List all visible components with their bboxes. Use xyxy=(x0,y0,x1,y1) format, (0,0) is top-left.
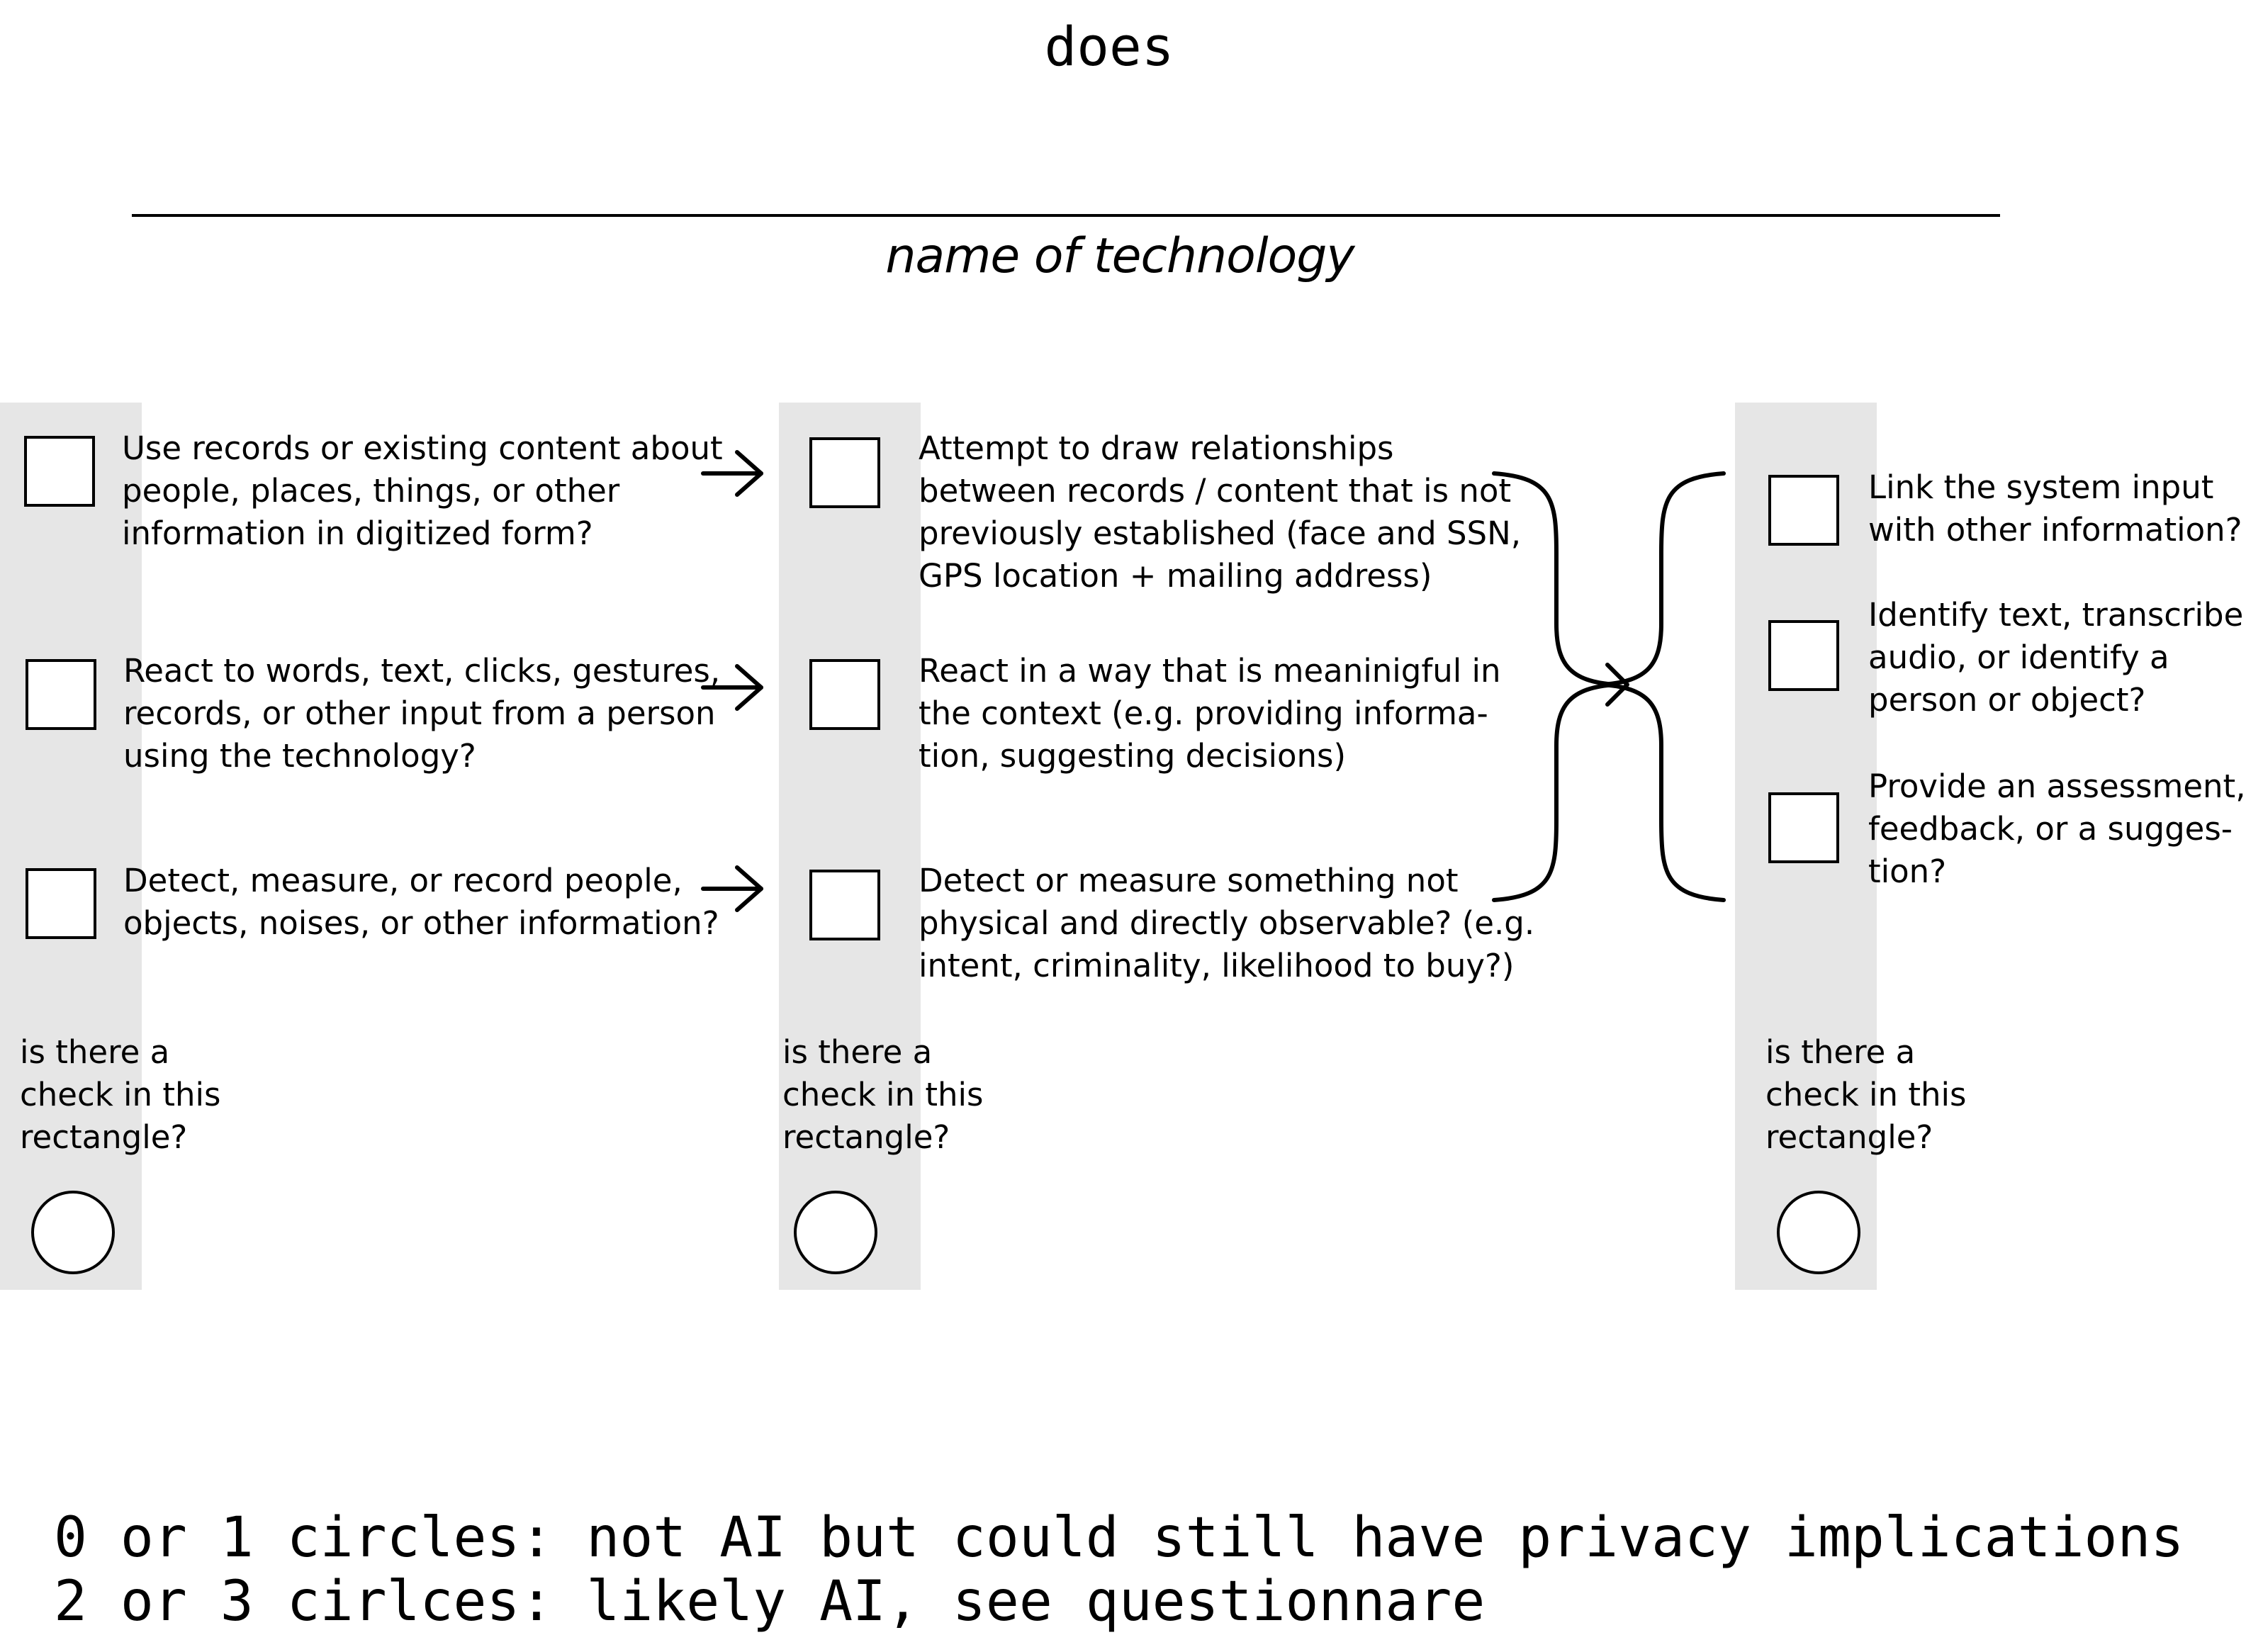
arrow-right-icon xyxy=(1605,663,1629,707)
column-3-item-2-text: Identify text, transcribe audio, or iden… xyxy=(1868,596,2244,719)
column-3-item-3-text: Provide an assessment, feedback, or a su… xyxy=(1868,768,2246,890)
column-2-item-2-text: React in a way that is meaninigful in th… xyxy=(919,652,1501,775)
column-2-item-1-text: Attempt to draw relationships between re… xyxy=(919,429,1522,595)
column-2-result-circle[interactable] xyxy=(794,1191,877,1274)
column-3-item-1-checkbox[interactable] xyxy=(1768,475,1839,546)
column-1-result-circle[interactable] xyxy=(31,1191,115,1274)
right-brace-icon xyxy=(1492,471,1618,902)
column-3-question: is there a check in this rectangle? xyxy=(1765,1033,1967,1156)
column-3-item-3-checkbox[interactable] xyxy=(1768,792,1839,863)
column-2-item-1-checkbox[interactable] xyxy=(809,437,880,508)
arrow-right-icon xyxy=(701,865,763,912)
column-1-question: is there a check in this rectangle? xyxy=(20,1033,221,1156)
column-3-item-2-checkbox[interactable] xyxy=(1768,620,1839,691)
column-1-band xyxy=(0,403,142,1290)
page-title: does xyxy=(1044,15,1174,78)
column-1-item-1-text: Use records or existing content about pe… xyxy=(122,429,723,552)
arrow-right-icon xyxy=(701,664,763,711)
column-2-question: is there a check in this rectangle? xyxy=(782,1033,984,1156)
footer-line-1: 0 or 1 circles: not AI but could still h… xyxy=(54,1506,2184,1570)
column-1-item-2-text: React to words, text, clicks, gestures, … xyxy=(123,652,721,775)
left-brace-icon xyxy=(1600,471,1726,902)
column-3-result-circle[interactable] xyxy=(1777,1191,1860,1274)
column-1-item-3-text: Detect, measure, or record people, objec… xyxy=(123,862,719,942)
technology-name-blank[interactable] xyxy=(132,214,2000,217)
technology-name-caption: name of technology xyxy=(885,228,1354,284)
arrow-right-icon xyxy=(701,450,763,497)
column-2-item-2-checkbox[interactable] xyxy=(809,659,880,730)
column-1-item-1-checkbox[interactable] xyxy=(24,436,95,507)
column-2-band xyxy=(779,403,921,1290)
column-3-item-1-text: Link the system input with other informa… xyxy=(1868,468,2242,549)
column-2-item-3-checkbox[interactable] xyxy=(809,870,880,940)
column-2-item-3-text: Detect or measure something not physical… xyxy=(919,862,1535,984)
footer-line-2: 2 or 3 cirlces: likely AI, see questionn… xyxy=(54,1570,1486,1634)
column-1-item-3-checkbox[interactable] xyxy=(26,868,96,939)
column-1-item-2-checkbox[interactable] xyxy=(26,659,96,730)
